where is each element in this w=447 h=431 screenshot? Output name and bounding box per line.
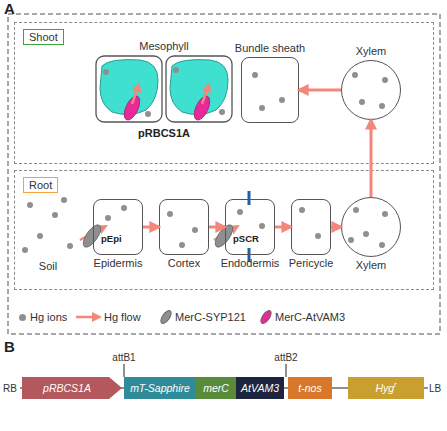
- panel-frame: [8, 14, 440, 334]
- att-site-tick: [124, 364, 125, 377]
- legend-swatch: [19, 314, 26, 321]
- hg-ions: [22, 67, 388, 253]
- panel-letter: A: [4, 0, 15, 18]
- segment-label: r: [394, 379, 397, 391]
- pericycle-cell: Pericycle: [291, 199, 331, 255]
- hg-flow-arrow: [209, 226, 225, 229]
- att-site-tick: [286, 364, 287, 377]
- gene-segment: merC: [196, 377, 236, 399]
- segment-label: Hyg: [375, 382, 394, 394]
- tissue-label: Xylem: [356, 259, 387, 272]
- segment-label: AtVAM3: [241, 382, 279, 394]
- tissue-label: Bundle sheath: [235, 42, 305, 55]
- terminator-segment: t-nos: [288, 377, 332, 399]
- endodermis-cell: Endodermis: [225, 199, 275, 255]
- legend-label: Hg flow: [104, 311, 141, 324]
- segment-label: t-nos: [298, 382, 321, 394]
- merc-syp121: [80, 222, 104, 250]
- hg-flow-arrow: [370, 120, 373, 197]
- legend-swatch: [258, 308, 274, 326]
- legend-swatch: [158, 308, 174, 326]
- segment-label: mT-Sapphire: [130, 382, 190, 394]
- hg-flow-arrow: [202, 84, 209, 104]
- tissue-label: Pericycle: [289, 257, 334, 270]
- hg-flow-arrow: [143, 226, 159, 229]
- merc-atvam3: [121, 94, 143, 123]
- att-site-label: attB1: [112, 351, 135, 364]
- tissue-label: Endodermis: [221, 257, 280, 270]
- epidermis-cell: Epidermis: [93, 199, 143, 255]
- cell-label: Mesophyll: [139, 40, 189, 53]
- gene-segment: AtVAM3: [236, 377, 284, 399]
- segment-label: pRBCS1A: [43, 382, 91, 394]
- gene-segment: mT-Sapphire: [124, 377, 196, 399]
- vacuole: [100, 60, 158, 115]
- legend-label: Hg ions: [30, 311, 67, 324]
- cortex-cell: Cortex: [159, 199, 209, 255]
- hg-flow-arrow: [132, 84, 139, 104]
- vacuole: [170, 60, 228, 115]
- tissue-label: Xylem: [356, 45, 387, 58]
- border-label: LB: [429, 382, 441, 395]
- panel-heading: Shoot: [23, 29, 64, 45]
- mesophyll-cell: [96, 56, 162, 122]
- tissue-label: Cortex: [168, 257, 200, 270]
- casparian-strip: [248, 191, 251, 205]
- legend-arrow: [76, 316, 100, 319]
- hg-flow-arrow: [299, 89, 341, 92]
- merc-atvam3: [191, 94, 213, 123]
- promoter-arrow: pRBCS1A: [22, 377, 122, 399]
- legend-label: MerC-SYP121: [175, 311, 246, 324]
- panel-heading: Root: [23, 177, 58, 193]
- tissue-label: Epidermis: [94, 257, 143, 270]
- xylem-vessel: Xylem: [341, 60, 401, 120]
- marker-gene-segment: Hygr: [348, 377, 424, 399]
- xylem-vessel: Xylem: [341, 197, 401, 257]
- shoot-panel: ShootBundle sheathXylem: [14, 22, 434, 164]
- promoter-label: pRBCS1A: [138, 127, 190, 140]
- root-panel: RootEpidermisCortexEndodermisPericycleXy…: [14, 170, 434, 290]
- promoter-label: pSCR: [233, 233, 259, 246]
- segment-label: merC: [203, 382, 229, 394]
- border-label: RB: [3, 382, 17, 395]
- hg-flow-arrow: [275, 226, 291, 229]
- legend-label: MerC-AtVAM3: [275, 311, 345, 324]
- promoter-label: pEpi: [101, 233, 122, 246]
- soil-label: Soil: [39, 260, 57, 273]
- panel-letter: B: [4, 338, 15, 356]
- bundle-sheath-cell: Bundle sheath: [241, 57, 299, 123]
- att-site-label: attB2: [274, 351, 297, 364]
- merc-syp121: [212, 222, 236, 250]
- mesophyll-cell: [166, 56, 232, 122]
- hg-flow-arrow: [331, 226, 341, 229]
